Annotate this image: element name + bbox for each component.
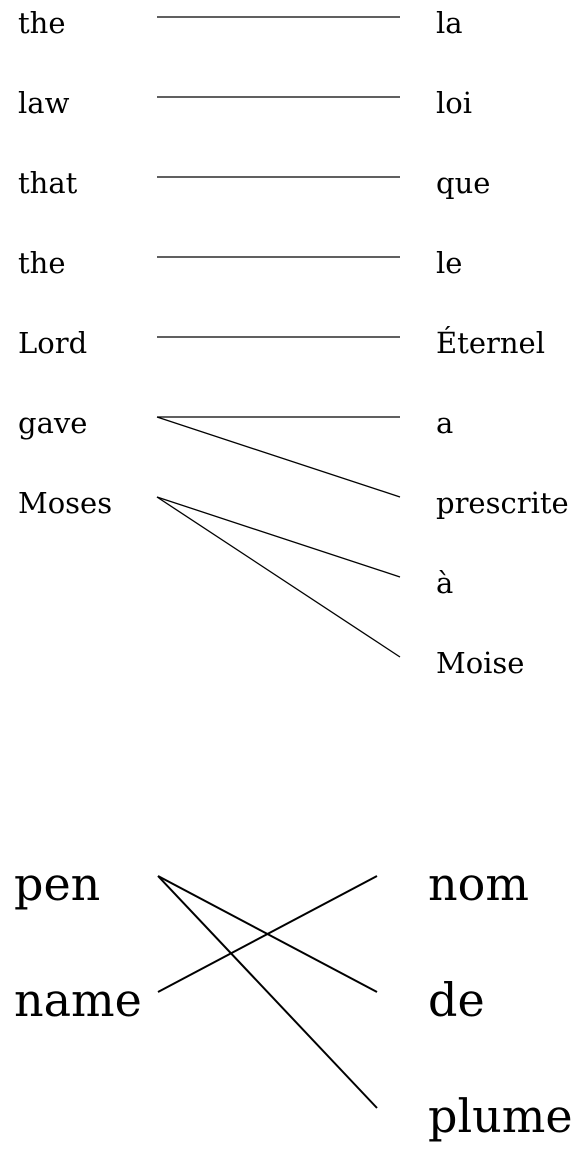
alignment-link: [156, 496, 401, 658]
source-word: pen: [14, 857, 100, 911]
alignment-link: [156, 496, 401, 578]
source-word: gave: [18, 406, 87, 440]
target-word: a: [436, 406, 453, 440]
target-word: de: [428, 973, 485, 1027]
target-word: Éternel: [436, 325, 545, 360]
alignment-link: [157, 875, 378, 1109]
source-word: Lord: [18, 326, 87, 360]
source-word: Moses: [18, 486, 112, 520]
target-word: à: [436, 566, 453, 600]
target-word: nom: [428, 857, 529, 911]
target-word: prescrite: [436, 486, 569, 520]
target-word: que: [436, 166, 490, 200]
source-word: law: [18, 86, 70, 120]
source-word: the: [18, 6, 66, 40]
target-word: le: [436, 246, 462, 280]
source-word: name: [14, 973, 142, 1027]
target-word: loi: [436, 86, 472, 120]
target-word: la: [436, 6, 463, 40]
alignment-link: [156, 416, 401, 498]
source-word: that: [18, 166, 78, 200]
target-word: Moise: [436, 646, 524, 680]
source-word: the: [18, 246, 66, 280]
alignment-link: [157, 875, 378, 993]
alignment-panel-pen-name: pen name nom de plume: [14, 857, 573, 1143]
target-word: plume: [428, 1089, 573, 1143]
